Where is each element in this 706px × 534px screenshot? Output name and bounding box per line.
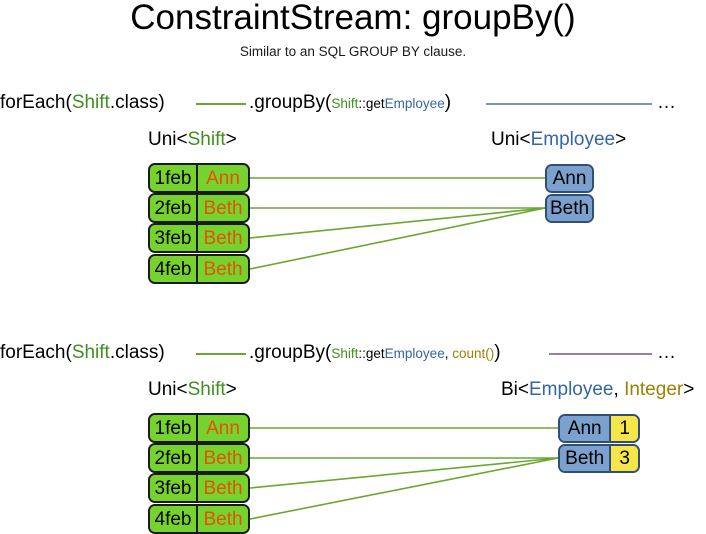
employee-name: Ann [560,416,610,441]
section-1-ellipsis: … [657,92,676,113]
groupby-arg-prop: Employee [384,346,445,361]
link2-3feb-beth [249,457,559,489]
shift-employee: Ann [198,415,248,441]
section-2-groupby-code: .groupBy(Shift::getEmployee, count()) [249,342,501,365]
right-caption-comma: , [613,379,625,400]
section-2-links [249,427,559,520]
groupby-prefix: .groupBy( [249,92,332,113]
employee-name: Beth [560,446,610,471]
employee-count: 1 [609,416,638,441]
section-2-ellipsis: … [657,342,676,363]
link2-4feb-beth [249,457,559,520]
shift-employee: Ann [198,165,248,191]
section-1-rule-green [196,103,246,105]
right-caption-type: Employee [530,129,616,150]
foreach-prefix: forEach( [0,92,72,113]
link-3feb-beth [249,207,546,239]
employee-count: 3 [609,446,638,471]
shift-date: 3feb [150,475,198,501]
foreach-prefix: forEach( [0,342,72,363]
right-caption-type: Employee [529,379,614,400]
section-2-rule-purple [549,353,652,355]
foreach-type: Shift [71,342,110,363]
link-4feb-beth [249,207,546,270]
right-caption-suffix: > [683,379,695,400]
employee-count-row[interactable]: Beth 3 [558,444,640,473]
employee-name: Beth [547,196,592,221]
shift-row[interactable]: 4feb Beth [148,504,250,534]
left-caption-type: Shift [187,379,226,400]
shift-row[interactable]: 4feb Beth [148,254,250,284]
foreach-type: Shift [71,92,110,113]
shift-date: 4feb [150,256,198,282]
shift-employee: Beth [198,506,248,532]
section-1-links [249,177,546,270]
shift-row[interactable]: 2feb Beth [148,193,250,223]
groupby-arg-type: Shift [331,96,359,111]
right-caption-prefix: Bi< [501,379,529,400]
groupby-arg-sep: ::get [358,346,385,361]
shift-date: 4feb [150,506,198,532]
groupby-arg-sep: ::get [358,96,385,111]
shift-row[interactable]: 3feb Beth [148,223,250,253]
left-caption-suffix: > [225,379,237,400]
section-2-left-caption: Uni<Shift> [148,379,237,401]
shift-date: 2feb [150,195,198,221]
section-1-left-caption: Uni<Shift> [148,129,237,151]
section-1-right-caption: Uni<Employee> [491,129,626,151]
groupby-arg-collector: count() [452,346,495,361]
groupby-arg-type: Shift [331,346,359,361]
shift-employee: Beth [198,256,248,282]
page-subtitle: Similar to an SQL GROUP BY clause. [239,44,467,59]
groupby-arg-prop: Employee [384,96,445,111]
right-caption-prefix: Uni< [491,129,531,150]
groupby-suffix: ) [494,342,501,363]
section-1-rule-blue [486,103,652,105]
groupby-prefix: .groupBy( [249,342,332,363]
groupby-arg-comma: , [444,346,453,361]
left-caption-prefix: Uni< [148,129,188,150]
section-1-foreach-code: forEach(Shift.class) [0,92,165,114]
shift-date: 1feb [150,165,198,191]
shift-date: 3feb [150,225,198,251]
foreach-suffix: .class) [109,92,165,113]
right-caption-type2: Integer [624,379,684,400]
shift-date: 1feb [150,415,198,441]
section-2-right-caption: Bi<Employee, Integer> [501,379,694,401]
left-caption-suffix: > [225,129,237,150]
shift-employee: Beth [198,195,248,221]
shift-employee: Beth [198,445,248,471]
section-1-groupby-code: .groupBy(Shift::getEmployee) [249,92,451,115]
left-caption-type: Shift [187,129,226,150]
employee-row[interactable]: Ann [545,164,594,193]
employee-row[interactable]: Beth [545,194,594,223]
right-caption-suffix: > [615,129,627,150]
page-title: ConstraintStream: groupBy() [130,0,576,37]
shift-row[interactable]: 1feb Ann [148,163,250,193]
section-2-foreach-code: forEach(Shift.class) [0,342,165,364]
shift-employee: Beth [198,225,248,251]
foreach-suffix: .class) [109,342,165,363]
employee-name: Ann [547,166,592,191]
shift-row[interactable]: 2feb Beth [148,443,250,473]
employee-count-row[interactable]: Ann 1 [558,414,640,443]
shift-employee: Beth [198,475,248,501]
left-caption-prefix: Uni< [148,379,188,400]
shift-row[interactable]: 1feb Ann [148,413,250,443]
section-2-rule-green [196,353,246,355]
shift-date: 2feb [150,445,198,471]
shift-row[interactable]: 3feb Beth [148,473,250,503]
groupby-suffix: ) [444,92,452,113]
